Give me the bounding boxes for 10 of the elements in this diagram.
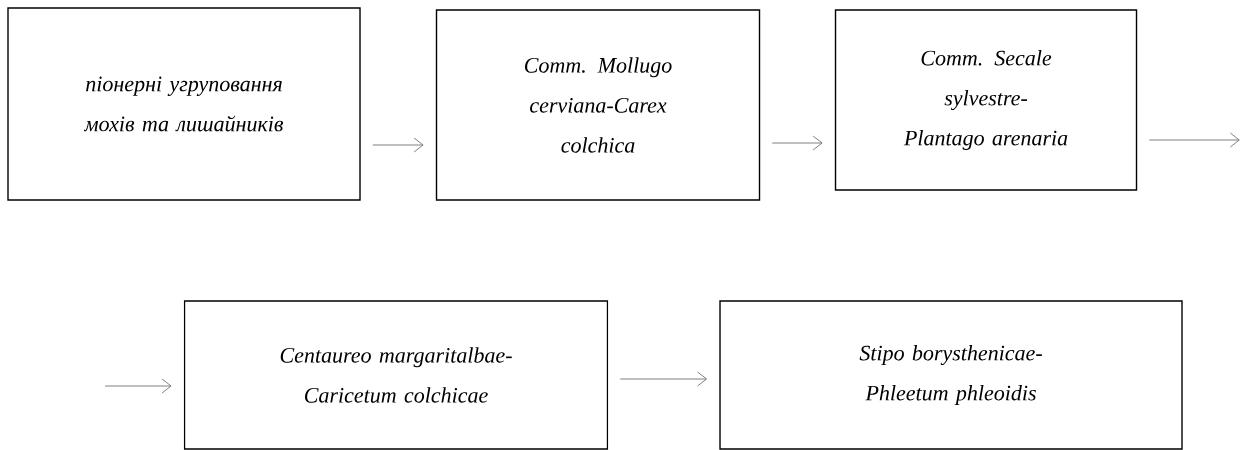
arrow xyxy=(771,135,823,151)
arrow xyxy=(619,371,708,387)
text-box: піонерні угруповання мохів та лишайників xyxy=(7,7,361,201)
text-box: Centaureo margaritalbae-Caricetum colchicae xyxy=(183,300,609,450)
arrow xyxy=(372,137,424,153)
text-box: Comm. Mollugo cerviana-Carex colchica xyxy=(435,9,761,201)
arrow xyxy=(1148,132,1240,148)
text-box: Stipo borysthenicae-Phleetum phleoidis xyxy=(719,300,1183,450)
arrow xyxy=(104,378,172,394)
text-box: Comm. Secale sylvestre-Plantago arenaria xyxy=(834,9,1138,191)
